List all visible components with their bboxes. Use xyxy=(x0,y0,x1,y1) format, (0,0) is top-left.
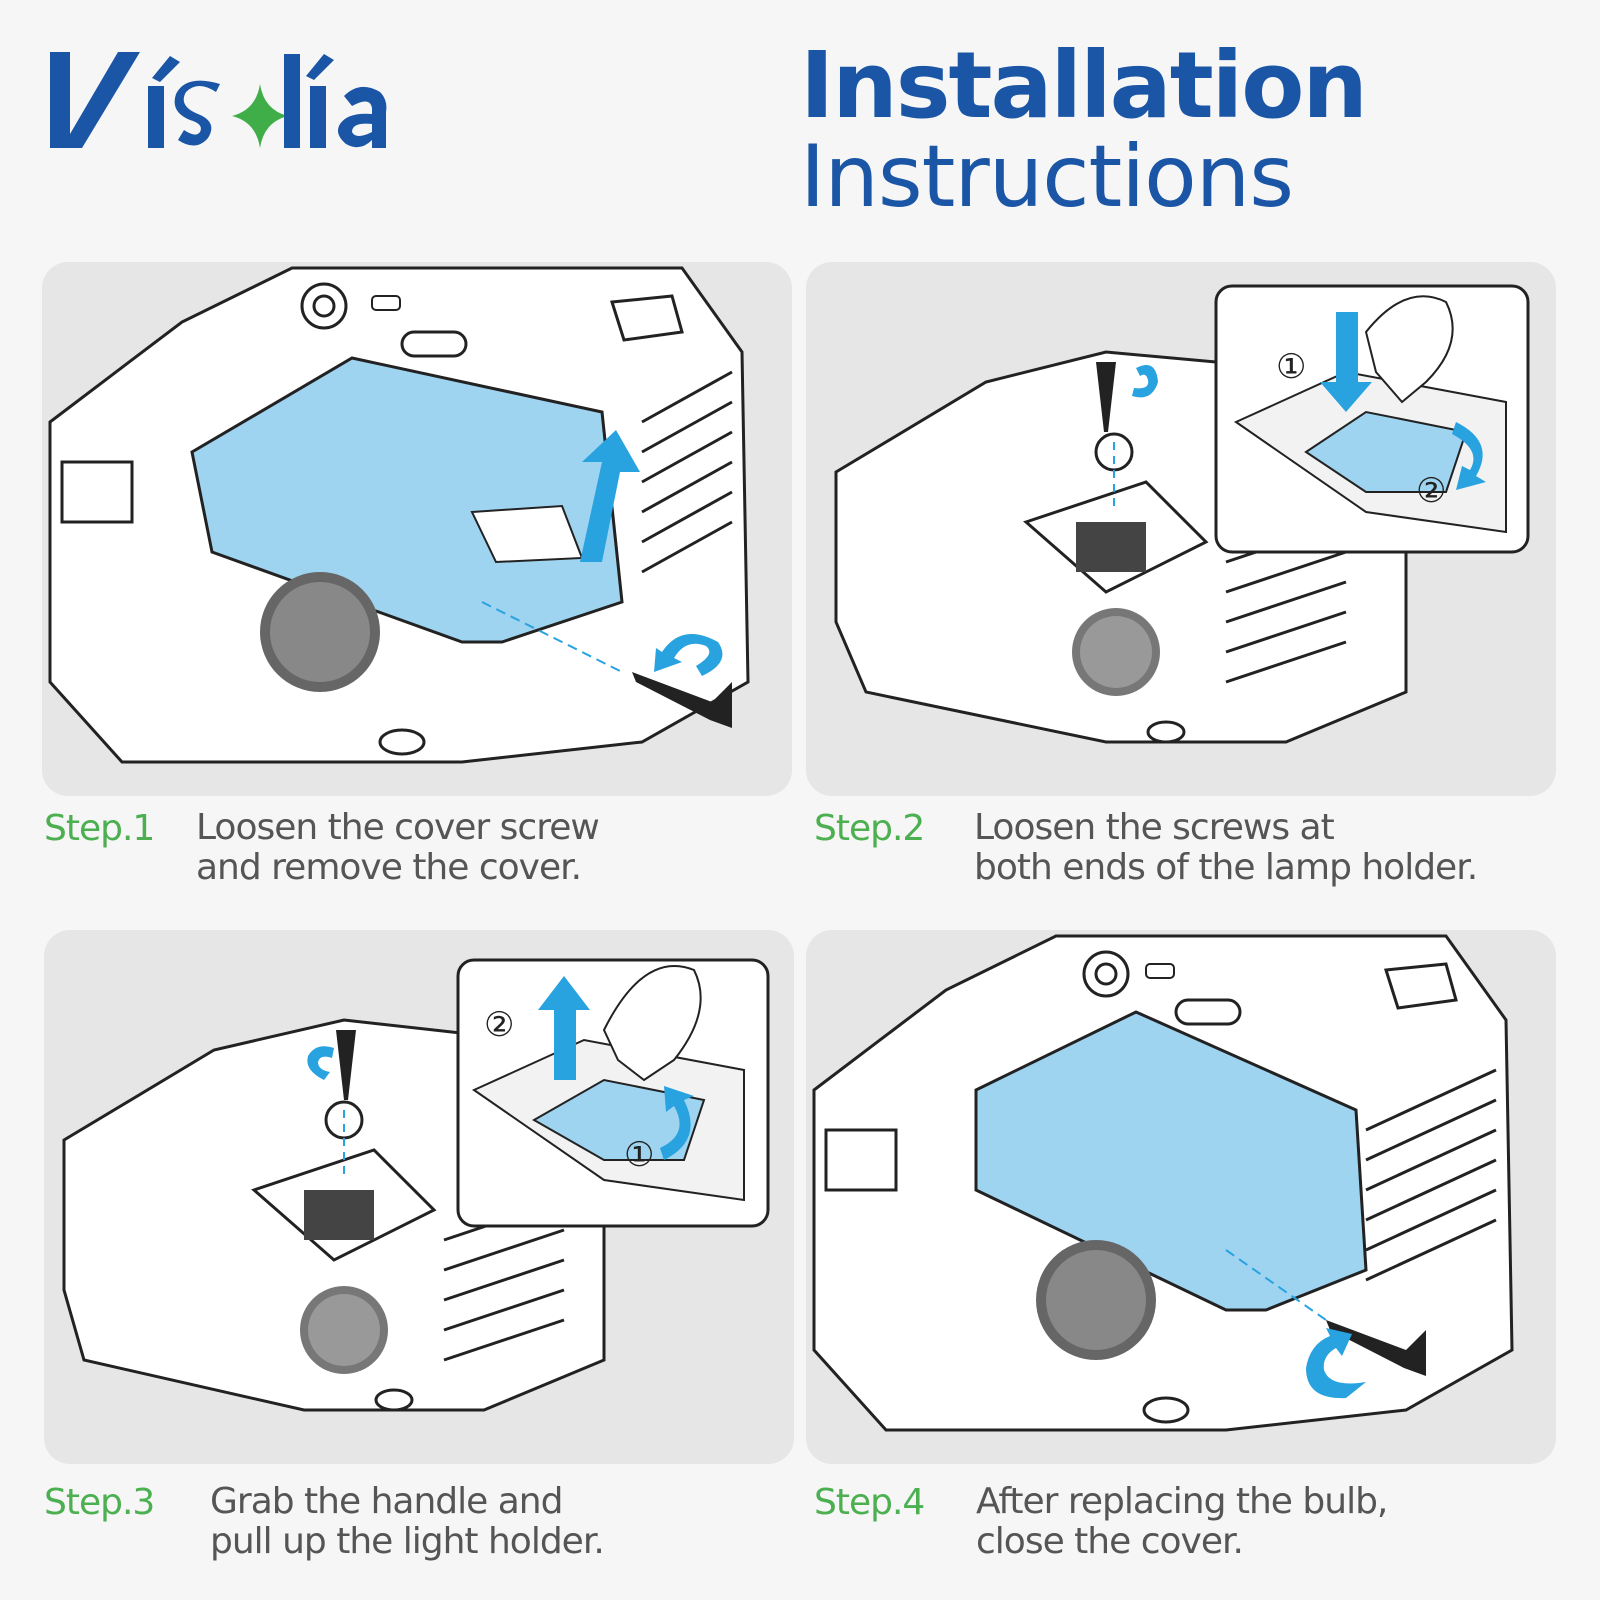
step-3-line-1: Grab the handle and xyxy=(210,1481,563,1522)
step-1-label: Step.1 xyxy=(44,808,155,849)
title-line-1: Installation xyxy=(800,32,1368,139)
brand-logo xyxy=(48,40,388,160)
step-2-illustration: ① ② xyxy=(806,262,1556,796)
step-2-text: Loosen the screws at both ends of the la… xyxy=(974,807,1478,888)
step-3-text: Grab the handle and pull up the light ho… xyxy=(210,1481,605,1562)
step-4-illustration xyxy=(806,930,1556,1464)
step-2-label: Step.2 xyxy=(814,808,925,849)
marker-1: ① xyxy=(1276,347,1306,387)
step-1-illustration xyxy=(42,262,792,796)
marker-2: ② xyxy=(1416,471,1446,511)
title-line-2: Instructions xyxy=(800,127,1294,227)
step-3-illustration: ② ① xyxy=(44,930,794,1464)
step-2-line-2: both ends of the lamp holder. xyxy=(974,847,1478,888)
step-2-line-1: Loosen the screws at xyxy=(974,807,1335,848)
step-3-line-2: pull up the light holder. xyxy=(210,1521,605,1562)
step-4-line-1: After replacing the bulb, xyxy=(976,1481,1388,1522)
step-1-line-2: and remove the cover. xyxy=(196,847,582,888)
step-4-text: After replacing the bulb, close the cove… xyxy=(976,1481,1388,1562)
step-1-line-1: Loosen the cover screw xyxy=(196,807,600,848)
marker-1: ① xyxy=(624,1135,654,1175)
step-4-label: Step.4 xyxy=(814,1482,925,1523)
step-3-label: Step.3 xyxy=(44,1482,155,1523)
step-4-line-2: close the cover. xyxy=(976,1521,1244,1562)
page-title: Installation Instructions xyxy=(800,32,1368,227)
marker-2: ② xyxy=(484,1005,514,1045)
step-1-text: Loosen the cover screw and remove the co… xyxy=(196,807,600,888)
